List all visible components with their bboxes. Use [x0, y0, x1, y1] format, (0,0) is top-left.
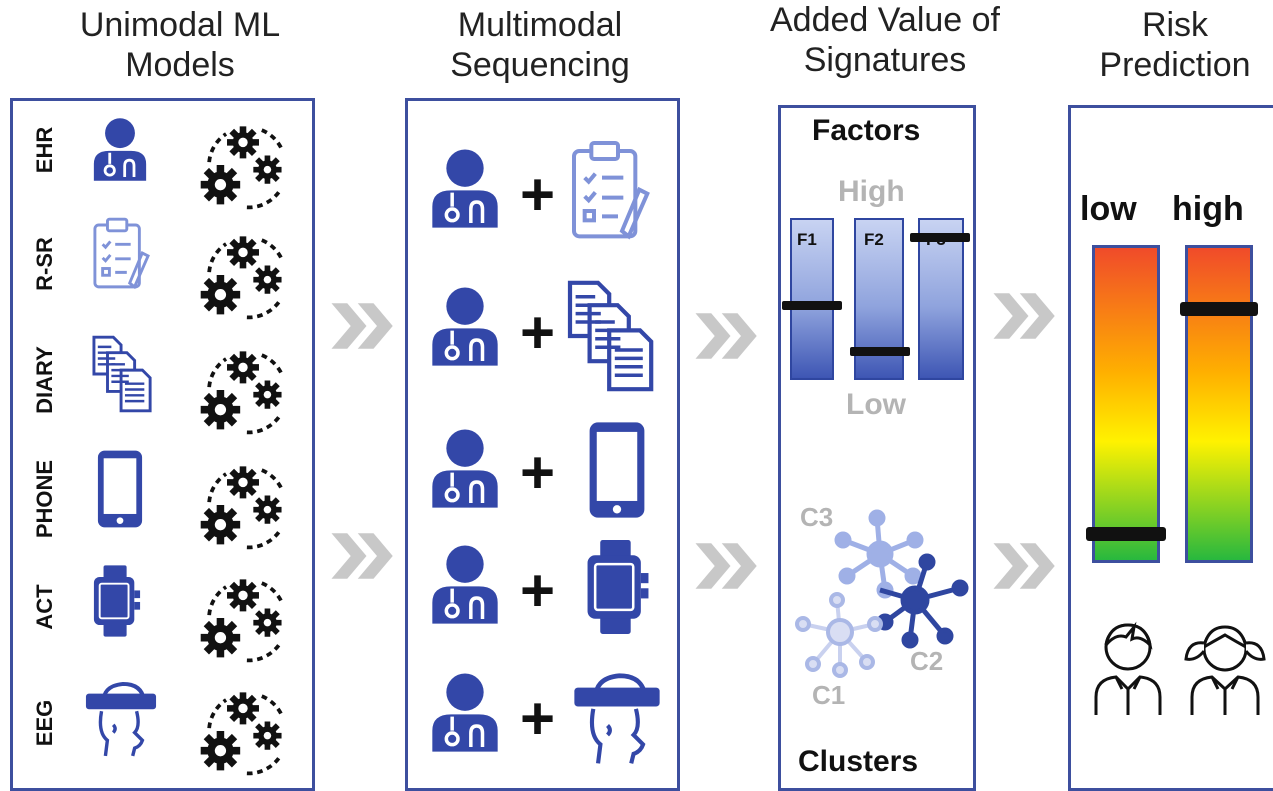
doctor-icon: [430, 428, 500, 508]
doctor-icon: [430, 544, 500, 624]
gears-icon: [196, 683, 290, 777]
plus-sign: +: [520, 685, 556, 752]
gears-icon: [196, 342, 290, 436]
chevron-arrow-icon: [692, 538, 762, 594]
doctor-icon: [430, 148, 500, 228]
gears-icon: [196, 457, 290, 551]
risk-level-marker: [1086, 527, 1166, 542]
signatures-heading: Added Value of Signatures: [735, 0, 1035, 80]
doctor-icon: [92, 117, 148, 181]
modality-label-act: ACT: [32, 584, 57, 630]
multimodal-heading: Multimodal Sequencing: [395, 5, 685, 85]
clipboard-icon: [92, 217, 150, 291]
plus-sign: +: [520, 439, 556, 506]
risk-heading-line2: Prediction: [1099, 46, 1251, 84]
multimodal-heading-line2: Sequencing: [450, 46, 630, 84]
signatures-heading-line2: Signatures: [803, 41, 967, 79]
gears-icon: [196, 570, 290, 664]
clipboard-icon: [570, 140, 650, 242]
modality-label-eeg: EEG: [32, 699, 57, 747]
chevron-arrow-icon: [328, 298, 398, 354]
factor-bar-f3: [918, 218, 964, 380]
risk-high-label: high: [1172, 190, 1244, 228]
modality-label-diary: DIARY: [32, 346, 57, 414]
documents-icon: [566, 280, 658, 392]
phone-icon: [96, 448, 144, 530]
chevron-arrow-icon: [990, 288, 1060, 344]
risk-bar-high: [1185, 245, 1253, 563]
plus-sign: +: [520, 161, 556, 228]
girl-person-icon: [1180, 612, 1270, 722]
gears-icon: [196, 227, 290, 321]
cluster-label-c3: C3: [800, 502, 834, 532]
network-clusters-icon: [795, 509, 969, 678]
unimodal-heading-line2: Models: [125, 46, 235, 84]
chevron-arrow-icon: [692, 308, 762, 364]
modality-label-phone: PHONE: [32, 459, 57, 539]
chevron-arrow-icon: [990, 538, 1060, 594]
phone-icon: [585, 420, 649, 520]
modality-label-ehr: EHR: [32, 126, 57, 174]
plus-sign: +: [520, 299, 556, 366]
factors-high-label: High: [838, 175, 905, 208]
unimodal-panel: [10, 98, 315, 791]
watch-icon: [92, 565, 142, 637]
documents-icon: [92, 335, 154, 413]
boy-person-icon: [1088, 612, 1168, 722]
headband-icon: [572, 666, 662, 766]
factors-title: Factors: [812, 114, 921, 147]
modality-label-rsr: R-SR: [32, 237, 57, 291]
risk-heading: Risk Prediction: [1075, 5, 1273, 85]
plus-sign: +: [520, 557, 556, 624]
factor-level-marker: [910, 233, 970, 243]
risk-level-marker: [1180, 301, 1258, 316]
doctor-icon: [430, 286, 500, 366]
factor-level-marker: [782, 301, 842, 311]
gears-icon: [196, 117, 290, 211]
factor-label-f2: F2: [864, 230, 884, 249]
headband-icon: [84, 676, 158, 758]
risk-low-label: low: [1080, 190, 1137, 228]
multimodal-heading-line1: Multimodal: [457, 6, 623, 44]
clusters-title: Clusters: [798, 745, 919, 778]
cluster-label-c2: C2: [910, 646, 944, 676]
unimodal-heading: Unimodal ML Models: [20, 5, 340, 85]
risk-bar-low: [1092, 245, 1160, 563]
cluster-label-c1: C1: [812, 680, 846, 710]
signatures-heading-line1: Added Value of: [770, 1, 1000, 39]
factors-low-label: Low: [846, 388, 906, 421]
doctor-icon: [430, 672, 500, 752]
factor-label-f1: F1: [797, 230, 817, 249]
chevron-arrow-icon: [328, 528, 398, 584]
factor-level-marker: [850, 346, 910, 356]
unimodal-heading-line1: Unimodal ML: [79, 6, 281, 44]
factor-bar-f1: [790, 218, 834, 380]
watch-icon: [585, 540, 651, 634]
risk-heading-line1: Risk: [1141, 6, 1209, 44]
